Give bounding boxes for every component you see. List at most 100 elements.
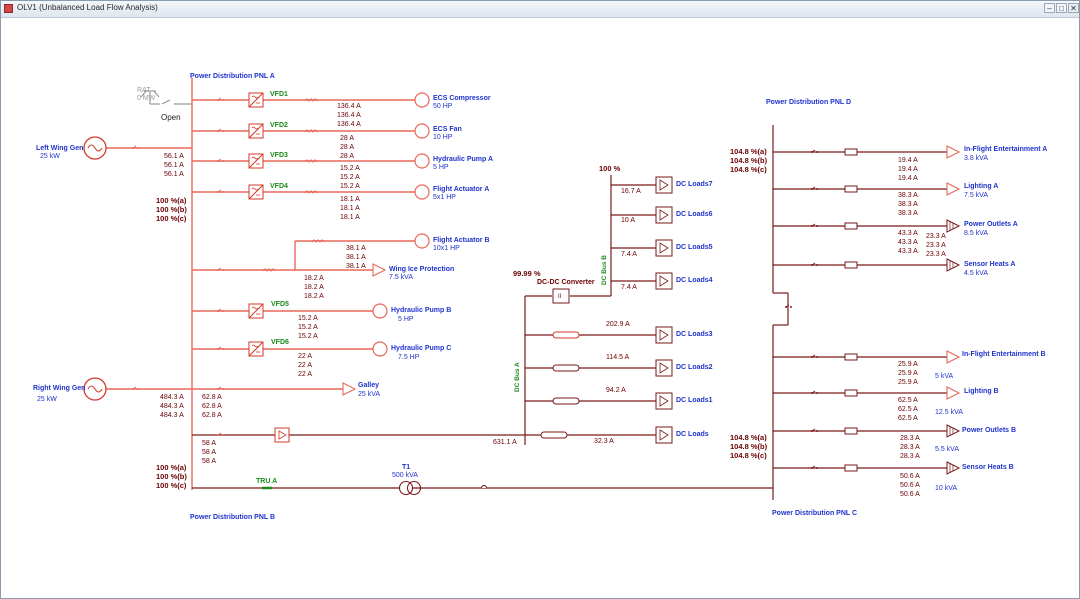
svg-text:32.3 A: 32.3 A <box>594 438 614 445</box>
svg-text:58 A: 58 A <box>202 440 216 447</box>
ac-wiring-pnl-ab <box>106 78 416 490</box>
svg-text:23.3 A: 23.3 A <box>926 233 946 240</box>
bus-wiring <box>192 125 948 500</box>
svg-text:4.5 kVA: 4.5 kVA <box>964 270 988 277</box>
maximize-button[interactable]: □ <box>1056 3 1067 13</box>
svg-text:62.8 A: 62.8 A <box>202 403 222 410</box>
left-wing-generator[interactable] <box>83 136 107 160</box>
svg-text:104.8 %(c): 104.8 %(c) <box>730 165 767 174</box>
svg-text:484.3 A: 484.3 A <box>160 394 184 401</box>
static-load-symbols[interactable] <box>342 263 386 396</box>
svg-text:100 %(b): 100 %(b) <box>156 472 187 481</box>
gen-breakers[interactable] <box>131 145 140 391</box>
dc-bus-a-label: DC Bus A <box>514 362 521 392</box>
svg-text:VFD1: VFD1 <box>270 91 288 98</box>
pnl-d-load-labels: In-Flight Entertainment A 3.8 kVA Lighti… <box>964 146 1047 277</box>
feeder-breakers-a[interactable] <box>216 97 225 437</box>
one-line-diagram-canvas[interactable]: Left Wing Gen 25 kW Right Wing Gen 25 kW… <box>0 17 1078 597</box>
svg-text:28.3 A: 28.3 A <box>900 453 920 460</box>
right-gen-currents: 484.3 A 484.3 A 484.3 A <box>160 394 184 419</box>
svg-text:ECS Fan: ECS Fan <box>433 126 462 133</box>
vfd-symbols[interactable] <box>248 92 264 357</box>
dc-dc-converter[interactable]: II <box>552 288 570 304</box>
svg-text:DC Loads5: DC Loads5 <box>676 244 713 251</box>
rat-source[interactable] <box>140 90 192 105</box>
svg-text:50.6 A: 50.6 A <box>900 482 920 489</box>
svg-text:Sensor Heats A: Sensor Heats A <box>964 261 1015 268</box>
svg-text:18.1 A: 18.1 A <box>340 205 360 212</box>
bus-b-voltages: 100 %(a) 100 %(b) 100 %(c) <box>156 463 187 490</box>
svg-text:II: II <box>558 294 562 300</box>
svg-text:Hydraulic Pump B: Hydraulic Pump B <box>391 307 451 314</box>
pnl-c-label: Power Distribution PNL C <box>772 510 857 517</box>
svg-text:Flight Actuator A: Flight Actuator A <box>433 186 489 193</box>
pnl-cd-cable-symbols <box>844 148 858 472</box>
svg-text:19.4 A: 19.4 A <box>898 166 918 173</box>
left-gen-currents: 56.1 A 56.1 A 56.1 A <box>164 153 184 178</box>
right-gen-rating: 25 kW <box>37 396 57 403</box>
svg-text:38.1 A: 38.1 A <box>346 263 366 270</box>
svg-text:Sensor Heats B: Sensor Heats B <box>962 464 1014 471</box>
dc-load-symbols[interactable] <box>655 176 673 444</box>
svg-text:50.6 A: 50.6 A <box>900 491 920 498</box>
pnl-c-load-currents: 25.9 A 25.9 A 25.9 A 62.5 A 62.5 A 62.5 … <box>898 361 920 498</box>
svg-text:104.8 %(c): 104.8 %(c) <box>730 451 767 460</box>
svg-text:7.5 kVA: 7.5 kVA <box>389 274 413 281</box>
vfd-labels: VFD1 VFD2 VFD3 VFD4 VFD5 VFD6 <box>270 91 289 346</box>
svg-text:631.1 A: 631.1 A <box>493 439 517 446</box>
svg-text:In-Flight Entertainment A: In-Flight Entertainment A <box>964 146 1047 153</box>
svg-text:DC Loads6: DC Loads6 <box>676 211 713 218</box>
svg-text:VFD2: VFD2 <box>270 122 288 129</box>
svg-text:100 %(a): 100 %(a) <box>156 196 187 205</box>
svg-text:15.2 A: 15.2 A <box>340 183 360 190</box>
svg-text:104.8 %(b): 104.8 %(b) <box>730 156 768 165</box>
close-button[interactable]: ✕ <box>1068 3 1079 13</box>
svg-text:484.3 A: 484.3 A <box>160 412 184 419</box>
svg-text:50.6 A: 50.6 A <box>900 473 920 480</box>
transformer-t1[interactable] <box>398 480 422 496</box>
svg-text:10 HP: 10 HP <box>433 134 453 141</box>
svg-text:Power Outlets B: Power Outlets B <box>962 427 1016 434</box>
svg-text:19.4 A: 19.4 A <box>898 175 918 182</box>
svg-text:38.1 A: 38.1 A <box>346 254 366 261</box>
pnl-cd-breakers[interactable] <box>784 149 819 470</box>
rectifier[interactable] <box>274 427 290 443</box>
pnl-c-load-labels: In-Flight Entertainment B 5 kVA Lighting… <box>935 351 1046 492</box>
svg-text:62.5 A: 62.5 A <box>898 415 918 422</box>
left-gen-rating: 25 kW <box>40 153 60 160</box>
svg-text:100 %(b): 100 %(b) <box>156 205 187 214</box>
right-wing-generator[interactable] <box>83 377 107 401</box>
pnl-d-label: Power Distribution PNL D <box>766 99 851 106</box>
svg-text:VFD4: VFD4 <box>270 183 288 190</box>
svg-text:28 A: 28 A <box>340 144 354 151</box>
svg-text:136.4 A: 136.4 A <box>337 103 361 110</box>
svg-text:Wing Ice Protection: Wing Ice Protection <box>389 266 454 273</box>
svg-text:7.5 HP: 7.5 HP <box>398 354 420 361</box>
svg-text:22 A: 22 A <box>298 353 312 360</box>
svg-text:58 A: 58 A <box>202 458 216 465</box>
svg-text:38.3 A: 38.3 A <box>898 192 918 199</box>
svg-text:62.5 A: 62.5 A <box>898 406 918 413</box>
svg-text:VFD3: VFD3 <box>270 152 288 159</box>
pnl-cd-load-symbols[interactable] <box>946 145 960 475</box>
svg-text:5 kVA: 5 kVA <box>935 373 953 380</box>
svg-text:19.4 A: 19.4 A <box>898 157 918 164</box>
app-icon <box>4 4 13 13</box>
minimize-button[interactable]: – <box>1044 3 1055 13</box>
svg-text:62.8 A: 62.8 A <box>202 412 222 419</box>
rat-label: RAT <box>137 87 151 94</box>
title-bar: OLV1 (Unbalanced Load Flow Analysis) – □… <box>1 1 1079 18</box>
svg-text:Power Outlets A: Power Outlets A <box>964 221 1018 228</box>
svg-text:43.3 A: 43.3 A <box>898 239 918 246</box>
svg-text:Lighting B: Lighting B <box>964 388 999 395</box>
pnl-a-label: Power Distribution PNL A <box>190 73 275 80</box>
svg-text:DC Loads3: DC Loads3 <box>676 331 713 338</box>
svg-text:202.9 A: 202.9 A <box>606 321 630 328</box>
svg-text:23.3 A: 23.3 A <box>926 242 946 249</box>
svg-text:28 A: 28 A <box>340 135 354 142</box>
svg-text:136.4 A: 136.4 A <box>337 121 361 128</box>
svg-text:62.5 A: 62.5 A <box>898 397 918 404</box>
rat-value: 0 MW <box>137 95 156 102</box>
svg-text:56.1 A: 56.1 A <box>164 171 184 178</box>
